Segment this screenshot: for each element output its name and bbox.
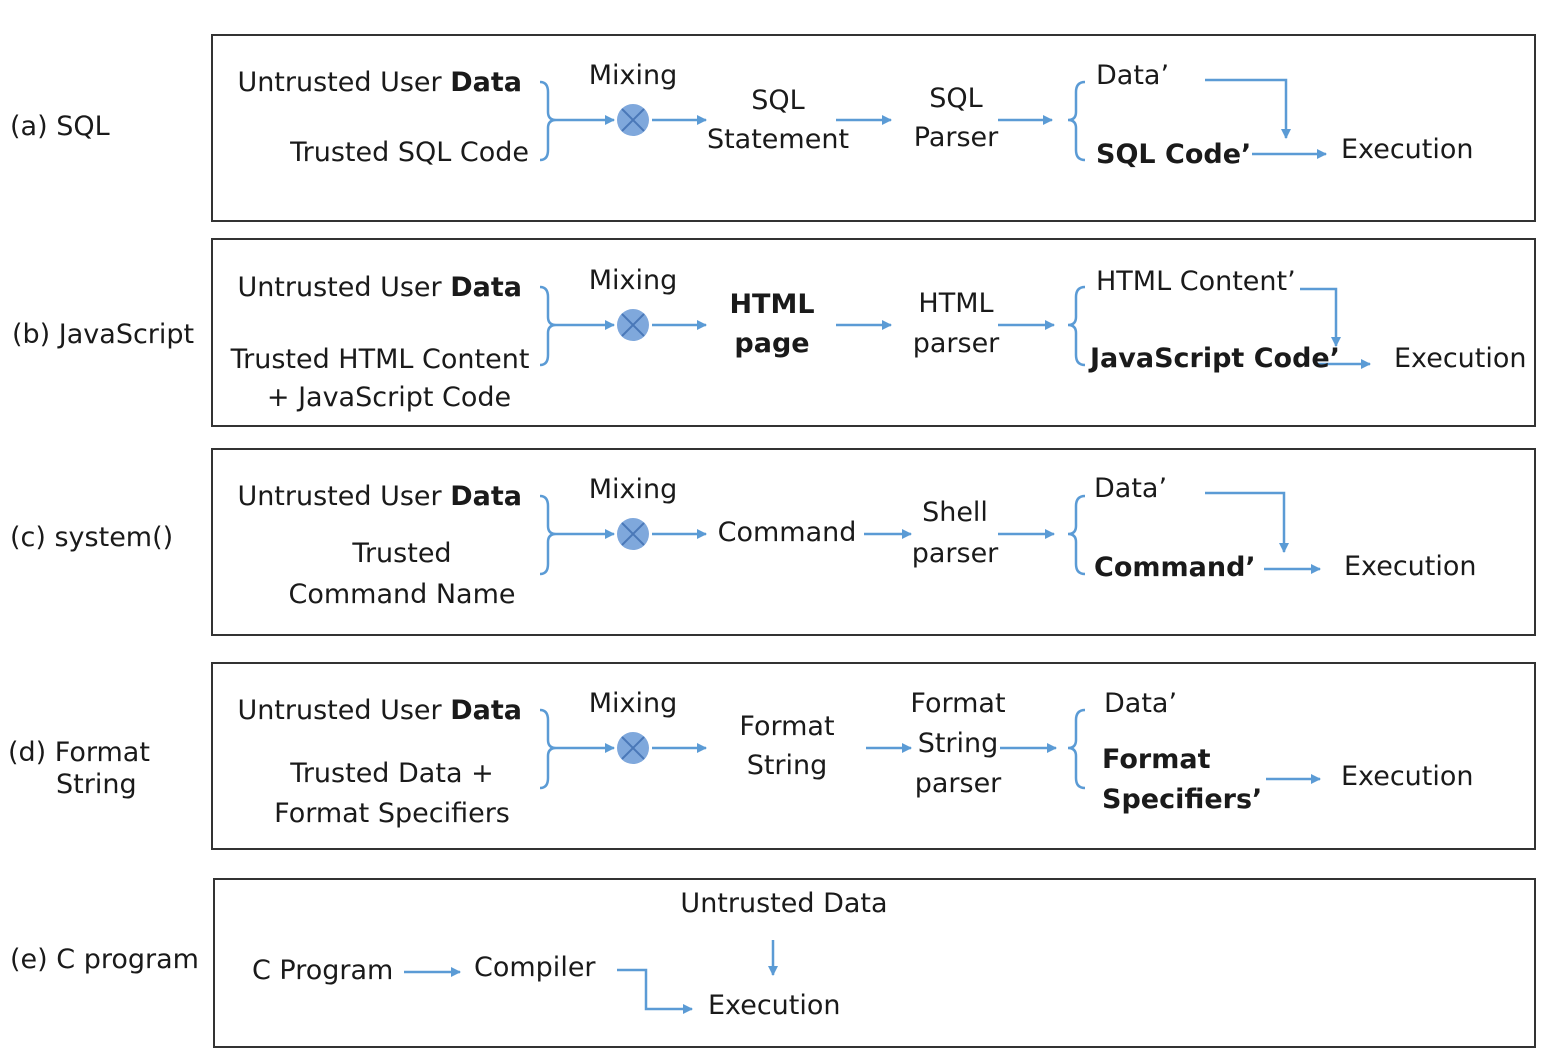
untrusted-bold: Data (450, 67, 522, 98)
row-label-javascript: (b) JavaScript (12, 319, 195, 350)
code-output-sql: SQL Code’ (1096, 139, 1252, 170)
untrusted-prefix: Untrusted User (237, 272, 451, 303)
parser-line1-javascript: HTML (918, 288, 994, 319)
parser-line1-system: Shell (922, 497, 988, 528)
output-bracket-system (1067, 494, 1086, 576)
output-bracket-format (1067, 708, 1086, 790)
c-program-node: C Program (252, 955, 394, 986)
trusted-input-sql: Trusted SQL Code (290, 137, 529, 168)
untrusted-data-format: Untrusted User Data (237, 695, 522, 727)
untrusted-data-system: Untrusted User Data (237, 481, 522, 513)
input-bracket-system (539, 494, 557, 576)
data-output-format: Data’ (1104, 688, 1178, 719)
artifact-system: Command (717, 517, 857, 548)
untrusted-data-javascript: Untrusted User Data (237, 272, 522, 304)
output-bracket-sql (1067, 80, 1086, 162)
parser-line2-sql: Parser (913, 122, 999, 153)
data-output-sql: Data’ (1096, 60, 1170, 91)
input-bracket-sql (539, 80, 557, 162)
trusted-input-line2-javascript: + JavaScript Code (266, 382, 512, 413)
code-output-system: Command’ (1094, 552, 1256, 583)
untrusted-data-sql: Untrusted User Data (237, 67, 522, 99)
panel-sql (211, 34, 1536, 222)
data-output-system: Data’ (1094, 473, 1168, 504)
artifact-line1-javascript: HTML (729, 289, 815, 320)
row-label-format-line2: String (56, 769, 137, 800)
arrow-compiler-to-execution (617, 968, 693, 1014)
arrow-data-to-execution-sql (1205, 78, 1291, 139)
code-output-line1-format: Format (1102, 744, 1211, 775)
mixing-label-system: Mixing (588, 474, 678, 505)
execution-javascript: Execution (1394, 343, 1527, 374)
execution-format: Execution (1341, 761, 1474, 792)
mixing-label-javascript: Mixing (588, 265, 678, 296)
parser-line3-format: parser (914, 768, 1002, 799)
untrusted-data-c: Untrusted Data (680, 888, 888, 919)
code-output-line2-format: Specifiers’ (1102, 784, 1263, 815)
panel-system (211, 448, 1536, 636)
row-label-system: (c) system() (10, 522, 174, 553)
artifact-line1-sql: SQL (751, 85, 805, 116)
artifact-line1-format: Format (739, 711, 835, 742)
untrusted-prefix: Untrusted User (237, 67, 451, 98)
row-label-format-line1: (d) Format (8, 737, 150, 768)
parser-line2-format: String (917, 728, 999, 759)
untrusted-prefix: Untrusted User (237, 695, 451, 726)
input-bracket-javascript (539, 285, 557, 367)
mixer-icon-javascript (617, 309, 649, 341)
artifact-line2-sql: Statement (706, 124, 850, 155)
mixer-icons (617, 104, 649, 764)
compiler-node: Compiler (474, 952, 596, 983)
mixing-label-sql: Mixing (588, 60, 678, 91)
mixing-label-format: Mixing (588, 688, 678, 719)
panel-format-string (211, 662, 1536, 850)
untrusted-bold: Data (450, 481, 522, 512)
panel-javascript (211, 238, 1536, 427)
code-output-javascript: JavaScript Code’ (1090, 343, 1341, 374)
artifact-line2-javascript: page (734, 328, 810, 359)
trusted-input-line2-system: Command Name (288, 579, 516, 610)
execution-sql: Execution (1341, 134, 1474, 165)
execution-system: Execution (1344, 551, 1477, 582)
untrusted-bold: Data (450, 695, 522, 726)
trusted-input-line2-format: Format Specifiers (274, 798, 510, 829)
parser-line1-sql: SQL (929, 83, 983, 114)
execution-c: Execution (708, 990, 841, 1021)
untrusted-bold: Data (450, 272, 522, 303)
output-bracket-javascript (1067, 285, 1086, 367)
artifact-line2-format: String (746, 750, 828, 781)
trusted-input-line1-format: Trusted Data + (290, 758, 494, 789)
trusted-input-line1-javascript: Trusted HTML Content (230, 344, 530, 375)
input-bracket-format (539, 708, 557, 790)
mixer-icon-format (617, 732, 649, 764)
data-output-javascript: HTML Content’ (1096, 266, 1296, 297)
row-label-sql: (a) SQL (10, 111, 110, 142)
parser-line2-javascript: parser (912, 328, 1000, 359)
parser-line2-system: parser (911, 538, 999, 569)
arrow-data-to-execution-system (1205, 491, 1289, 553)
trusted-input-line1-system: Trusted (352, 538, 452, 569)
row-label-c-program: (e) C program (10, 944, 199, 975)
untrusted-prefix: Untrusted User (237, 481, 451, 512)
mixer-icon-sql (617, 104, 649, 136)
parser-line1-format: Format (910, 688, 1006, 719)
mixer-icon-system (617, 518, 649, 550)
arrow-data-to-execution-javascript (1300, 287, 1341, 347)
